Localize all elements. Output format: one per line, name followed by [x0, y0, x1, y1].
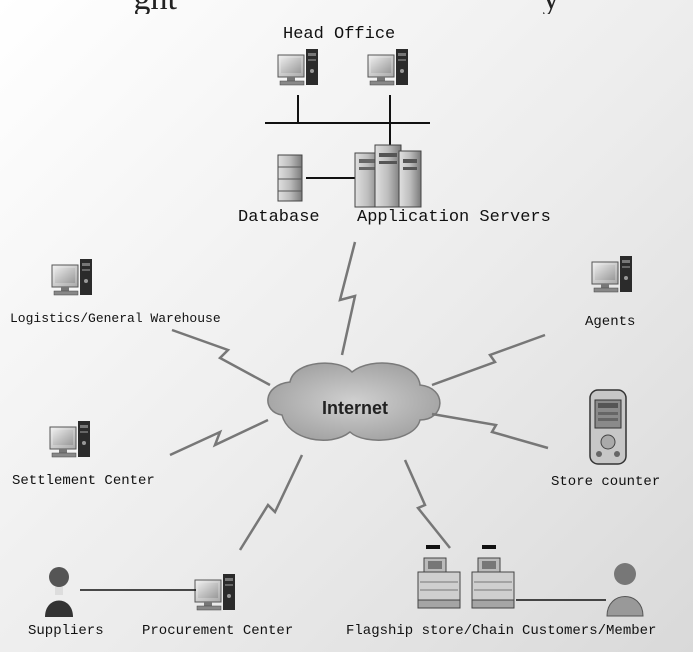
internet-cloud-icon	[267, 362, 441, 441]
application-servers-icon	[354, 144, 422, 208]
customer-person-icon	[606, 563, 644, 617]
procurement-pc-icon	[194, 573, 236, 611]
handheld-terminal-icon	[589, 389, 627, 465]
settlement-label: Settlement Center	[12, 473, 155, 489]
head-office-pc-1-icon	[277, 48, 319, 86]
internet-label: Internet	[321, 398, 388, 418]
logistics-pc-icon	[51, 258, 93, 296]
application-servers-label: Application Servers	[357, 208, 551, 227]
suppliers-person-icon	[45, 567, 73, 617]
database-icon	[277, 154, 303, 202]
agents-label: Agents	[585, 314, 636, 330]
head-office-label: Head Office	[283, 25, 396, 44]
suppliers-label: Suppliers	[28, 623, 104, 639]
wireless-links	[169, 241, 549, 551]
head-office-pc-2-icon	[367, 48, 409, 86]
pos-register-icons	[417, 545, 515, 609]
logistics-label: Logistics/General Warehouse	[10, 311, 221, 326]
store-counter-label: Store counter	[551, 474, 661, 490]
customers-label: Customers/Member	[522, 623, 657, 639]
page-title: ght y	[0, 0, 693, 14]
settlement-pc-icon	[49, 420, 91, 458]
procurement-label: Procurement Center	[142, 623, 294, 639]
flagship-label: Flagship store/Chain	[346, 623, 515, 639]
agents-pc-icon	[591, 255, 633, 293]
database-label: Database	[238, 208, 320, 227]
